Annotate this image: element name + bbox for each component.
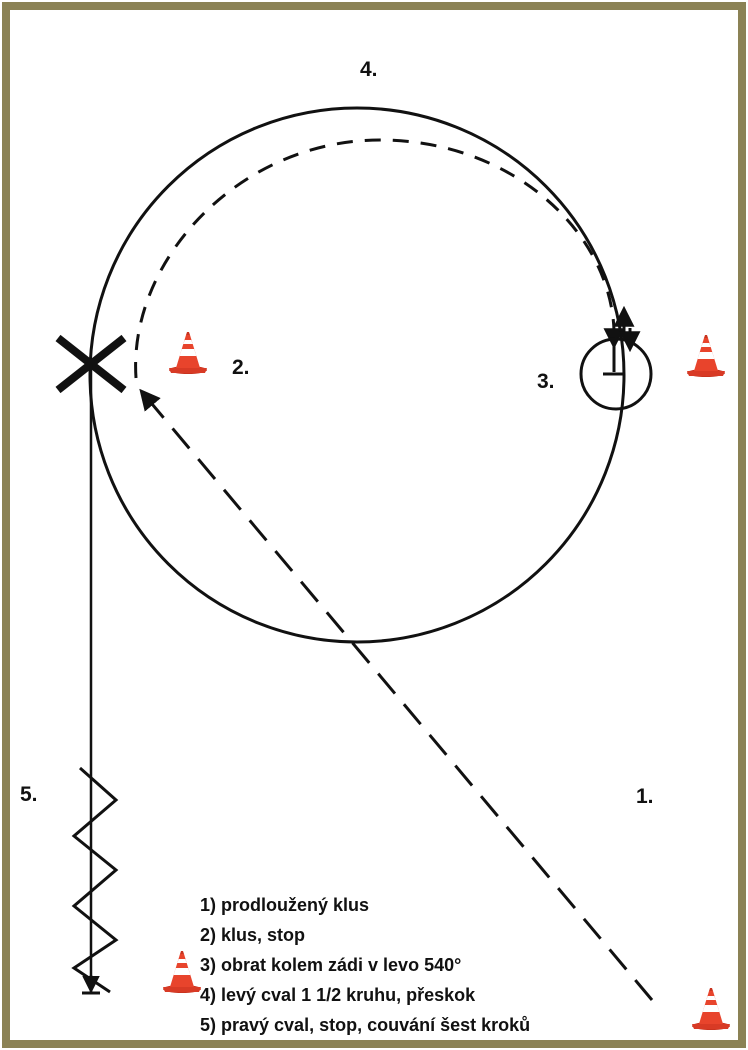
- label-3: 3.: [537, 370, 555, 393]
- zigzag-reinback: [71, 766, 119, 994]
- legend-item-1: 1) prodloužený klus: [200, 895, 370, 915]
- cone-near-2: [169, 332, 207, 374]
- label-2: 2.: [232, 356, 250, 379]
- cone-near-legend: [163, 951, 201, 993]
- cone-right-of-3: [687, 335, 725, 377]
- turn-circle: [579, 337, 653, 411]
- dashed-circle-route: [134, 138, 616, 379]
- legend-item-2: 2) klus, stop: [200, 925, 306, 945]
- label-4: 4.: [360, 58, 378, 81]
- legend-item-5: 5) pravý cval, stop, couvání šest kroků: [200, 1015, 531, 1035]
- label-1: 1.: [636, 785, 654, 808]
- cone-bottom-right: [692, 988, 730, 1030]
- legend-item-3: 3) obrat kolem zádi v levo 540°: [200, 955, 462, 975]
- dashed-diagonal-route: [139, 388, 654, 1001]
- legend: 1) prodloužený klus 2) klus, stop 3) obr…: [200, 890, 530, 1040]
- label-5: 5.: [20, 783, 38, 806]
- legend-item-4: 4) levý cval 1 1/2 kruhu, přeskok: [200, 985, 476, 1005]
